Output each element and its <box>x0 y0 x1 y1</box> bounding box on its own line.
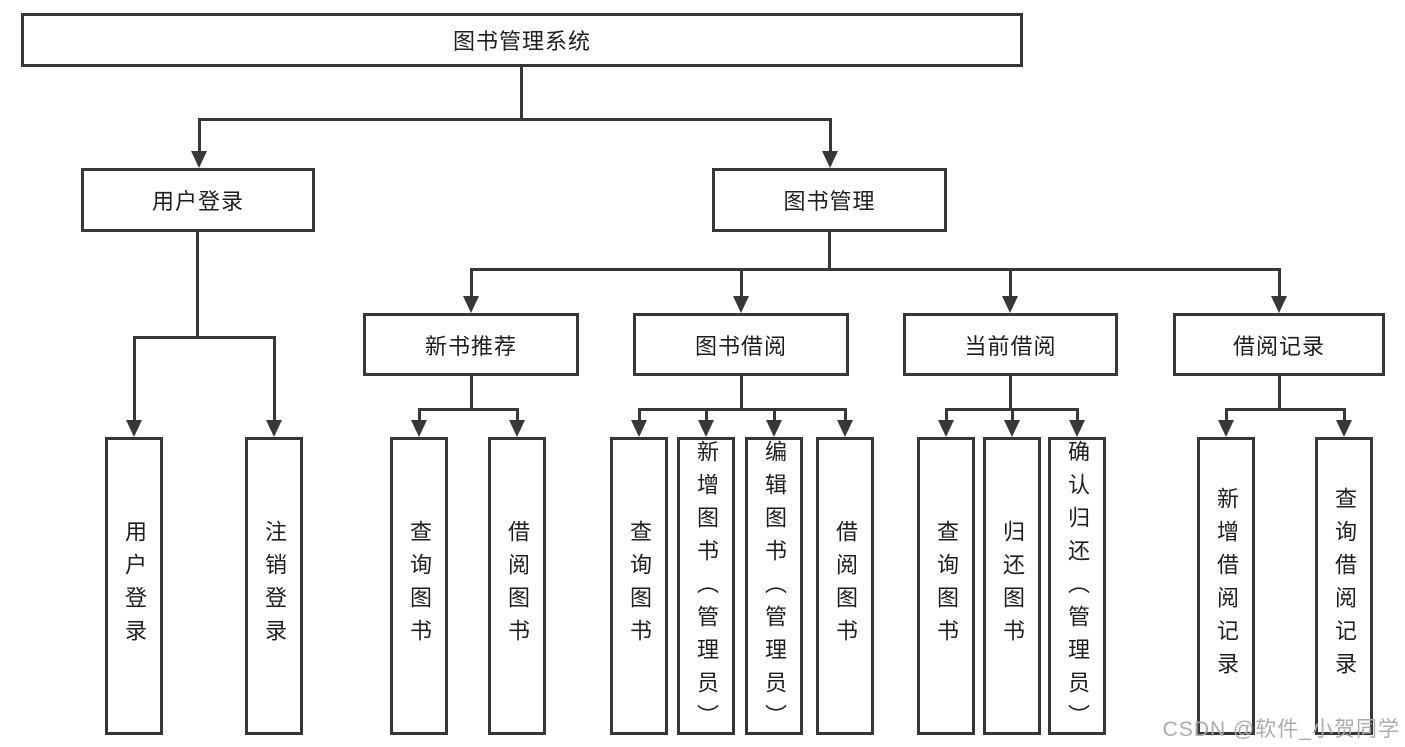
node-label: 图书管理 <box>783 189 876 214</box>
connector-line <box>520 65 523 121</box>
connector-line <box>1225 408 1228 422</box>
connector-line <box>1278 268 1281 298</box>
arrow-down-icon <box>698 420 714 437</box>
leaf-label: 编辑图书（管理员） <box>762 440 787 737</box>
leaf-label: 查询借阅记录 <box>1332 487 1357 685</box>
connector-line <box>196 232 199 339</box>
node-label: 借阅记录 <box>1232 333 1325 359</box>
node-borrow-records: 借阅记录 <box>1173 313 1385 376</box>
leaf-query-books-current: 查询图书 <box>917 437 975 735</box>
arrow-down-icon <box>1004 420 1020 437</box>
leaf-user-login: 用户登录 <box>105 437 163 735</box>
connector-line <box>829 118 832 153</box>
connector-line <box>638 408 847 411</box>
leaf-query-books-borrow: 查询图书 <box>610 437 668 735</box>
leaf-label: 查询图书 <box>934 520 959 652</box>
leaf-label: 用户登录 <box>122 520 147 652</box>
arrow-down-icon <box>1002 296 1018 313</box>
leaf-borrow-books: 借阅图书 <box>816 437 874 735</box>
leaf-label: 归还图书 <box>1000 520 1025 652</box>
connector-line <box>1009 268 1012 298</box>
connector-line <box>198 118 831 121</box>
leaf-label: 新增借阅记录 <box>1214 487 1239 685</box>
arrow-down-icon <box>411 420 427 437</box>
connector-line <box>273 336 276 422</box>
connector-line <box>516 408 519 422</box>
connector-line <box>470 376 473 411</box>
node-new-book-recommend: 新书推荐 <box>363 313 579 376</box>
connector-line <box>1343 408 1346 422</box>
node-label: 新书推荐 <box>424 333 517 359</box>
leaf-label: 注销登录 <box>262 520 287 652</box>
connector-line <box>844 408 847 422</box>
connector-line <box>418 408 519 411</box>
leaf-query-borrow-record: 查询借阅记录 <box>1315 437 1373 735</box>
connector-line <box>945 408 948 422</box>
node-label: 图书管理系统 <box>452 29 591 54</box>
connector-line <box>1225 408 1346 411</box>
connector-line <box>1278 376 1281 411</box>
connector-line <box>705 408 708 422</box>
connector-line <box>1009 376 1012 411</box>
leaf-label: 查询图书 <box>627 520 652 652</box>
arrow-down-icon <box>1336 420 1352 437</box>
leaf-label: 确认归还（管理员） <box>1065 440 1090 737</box>
leaf-return-books: 归还图书 <box>983 437 1041 735</box>
connector-line <box>638 408 641 422</box>
csdn-watermark: CSDN @软件_小贺同学 <box>1162 718 1400 741</box>
connector-line <box>470 268 1281 271</box>
arrow-down-icon <box>509 420 525 437</box>
connector-line <box>198 118 201 153</box>
connector-line <box>740 376 743 411</box>
node-user-login: 用户登录 <box>81 168 315 232</box>
connector-line <box>1076 408 1079 422</box>
node-current-borrow: 当前借阅 <box>903 313 1118 376</box>
connector-line <box>740 268 743 298</box>
arrow-down-icon <box>938 420 954 437</box>
leaf-query-books-recommend: 查询图书 <box>390 437 448 735</box>
leaf-label: 借阅图书 <box>505 520 530 652</box>
leaf-label: 借阅图书 <box>833 520 858 652</box>
arrow-down-icon <box>1069 420 1085 437</box>
arrow-down-icon <box>837 420 853 437</box>
node-book-borrow: 图书借阅 <box>633 313 849 376</box>
connector-line <box>133 336 136 422</box>
leaf-confirm-return-admin: 确认归还（管理员） <box>1048 437 1106 737</box>
leaf-label: 查询图书 <box>407 520 432 652</box>
connector-line <box>773 408 776 422</box>
leaf-add-borrow-record: 新增借阅记录 <box>1197 437 1255 735</box>
arrow-down-icon <box>463 296 479 313</box>
node-label: 图书借阅 <box>694 333 787 359</box>
arrow-down-icon <box>126 420 142 437</box>
arrow-down-icon <box>766 420 782 437</box>
connector-line <box>1011 408 1014 422</box>
arrow-down-icon <box>1218 420 1234 437</box>
node-library-system: 图书管理系统 <box>21 13 1023 67</box>
arrow-down-icon <box>1271 296 1287 313</box>
arrow-down-icon <box>822 151 838 168</box>
arrow-down-icon <box>191 151 207 168</box>
arrow-down-icon <box>266 420 282 437</box>
connector-line <box>418 408 421 422</box>
node-label: 当前借阅 <box>964 333 1057 359</box>
arrow-down-icon <box>733 296 749 313</box>
leaf-logout: 注销登录 <box>245 437 303 735</box>
connector-line <box>470 268 473 298</box>
leaf-label: 新增图书（管理员） <box>694 440 719 737</box>
node-label: 用户登录 <box>151 189 244 214</box>
arrow-down-icon <box>631 420 647 437</box>
leaf-add-book-admin: 新增图书（管理员） <box>677 437 735 737</box>
connector-line <box>133 336 276 339</box>
node-book-management: 图书管理 <box>712 168 947 232</box>
leaf-edit-book-admin: 编辑图书（管理员） <box>745 437 803 737</box>
leaf-borrow-books-recommend: 借阅图书 <box>488 437 546 735</box>
connector-line <box>828 232 831 271</box>
